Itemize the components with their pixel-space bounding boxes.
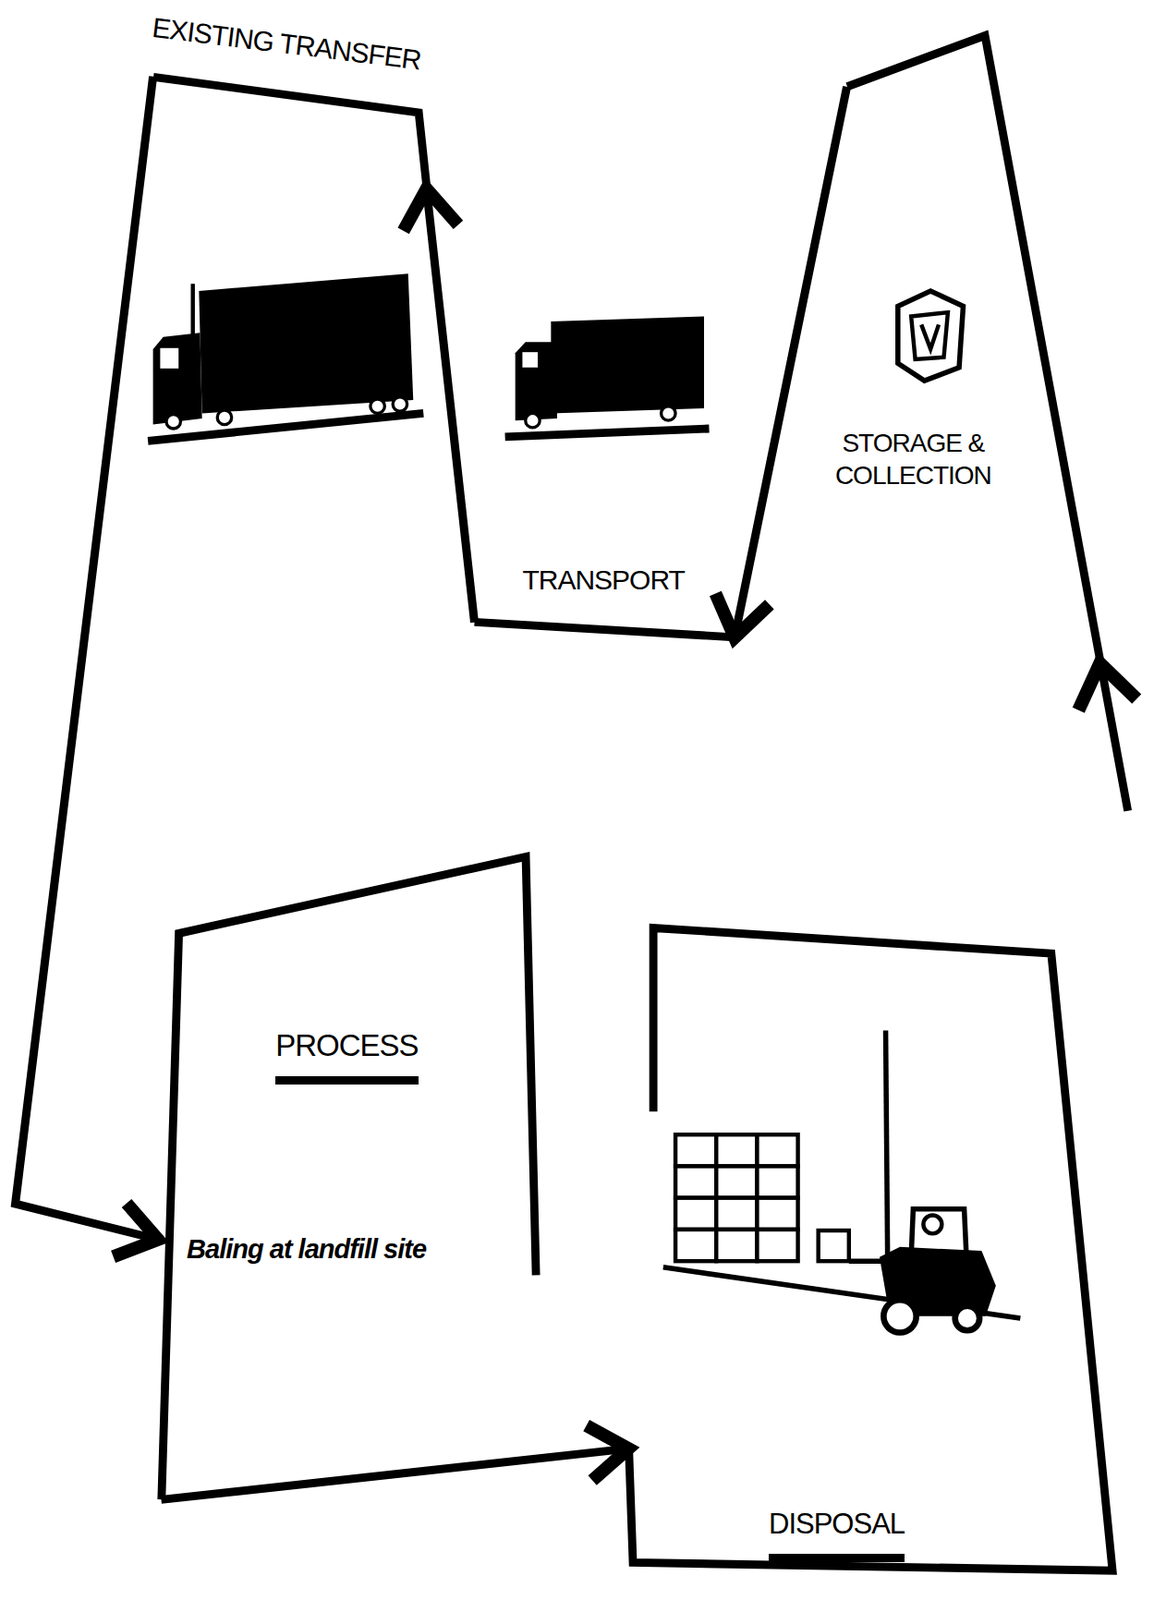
stage-outline	[133, 5, 486, 633]
semi-truck-part	[392, 397, 407, 412]
semi-truck-part	[166, 414, 181, 429]
flow-arrow	[715, 86, 847, 638]
collection-truck-part	[525, 413, 540, 427]
process-stage: PROCESS Baling at landfill site	[153, 851, 542, 1506]
bale-stack-part	[716, 1229, 757, 1262]
bale-stack-part	[675, 1166, 717, 1198]
arrowhead	[586, 1425, 630, 1481]
bale-stack-part	[756, 1198, 798, 1230]
outline-line	[160, 857, 535, 1501]
semi-truck	[147, 273, 424, 441]
flow-arrow	[15, 76, 159, 1258]
outline-line	[474, 622, 736, 639]
transfer-stage: EXISTING TRANSFER	[133, 5, 486, 633]
forklift	[663, 1031, 1021, 1334]
outline-line	[628, 928, 1112, 1572]
storage-stage: STORAGE & COLLECTION	[729, 30, 1133, 816]
flow-arrow	[403, 188, 475, 622]
collection-truck	[505, 316, 710, 438]
stage-outline	[153, 851, 542, 1506]
collection-truck-part	[505, 428, 710, 438]
semi-truck-part	[217, 410, 231, 425]
stage-outline	[729, 30, 1133, 816]
transport-stage: TRANSPORT	[469, 550, 741, 643]
bale-stack-part	[716, 1198, 757, 1230]
semi-truck-part	[159, 348, 179, 369]
bale-stack-part	[716, 1166, 757, 1198]
bale-stack	[675, 1134, 850, 1262]
outline-line	[153, 76, 427, 189]
semi-truck-part	[370, 399, 385, 414]
process-note: Baling at landfill site	[186, 1234, 545, 1265]
disposal-stage: DISPOSAL	[622, 923, 1118, 1577]
arrowhead	[403, 188, 459, 231]
collection-truck-part	[550, 316, 705, 414]
bale-stack-part	[756, 1229, 798, 1262]
collection-truck-part	[522, 352, 538, 368]
stage-outline	[622, 923, 1118, 1577]
arrowhead	[113, 1202, 159, 1257]
bale-stack-part	[756, 1166, 798, 1198]
stage-label: STORAGE & COLLECTION	[795, 426, 1031, 492]
flow-arrow	[160, 1425, 629, 1500]
stage-heading: EXISTING TRANSFER	[150, 12, 489, 86]
flow-line	[160, 1448, 629, 1500]
bale-stack-part	[675, 1134, 717, 1167]
collection-truck-part	[661, 406, 676, 421]
forklift-part	[883, 1299, 916, 1333]
forklift-part	[955, 1306, 981, 1332]
waste-bin-symbol-part	[911, 312, 948, 360]
stage-label: TRANSPORT	[522, 564, 737, 597]
bale-stack-part	[756, 1134, 798, 1167]
forklift-part	[923, 1214, 942, 1234]
arrowhead	[715, 594, 769, 639]
waste-bin-symbol-part	[921, 324, 939, 350]
semi-truck-part	[198, 273, 414, 414]
flow-line	[15, 76, 159, 1240]
forklift-part	[886, 1031, 888, 1272]
bale-stack-part	[818, 1230, 850, 1262]
stage-heading: PROCESS	[244, 1028, 450, 1085]
flow-line	[426, 188, 475, 622]
collection-truck-part	[515, 341, 558, 421]
bale-stack-part	[675, 1229, 717, 1262]
semi-truck-part	[153, 332, 203, 425]
flow-line	[734, 86, 847, 638]
outline-line	[847, 36, 1129, 812]
bale-stack-part	[716, 1134, 757, 1167]
waste-bin-symbol-part	[898, 291, 964, 381]
semi-truck-part	[191, 283, 195, 337]
stage-heading: DISPOSAL	[734, 1507, 939, 1563]
waste-bin-symbol	[898, 291, 964, 381]
bale-stack-part	[675, 1198, 717, 1230]
